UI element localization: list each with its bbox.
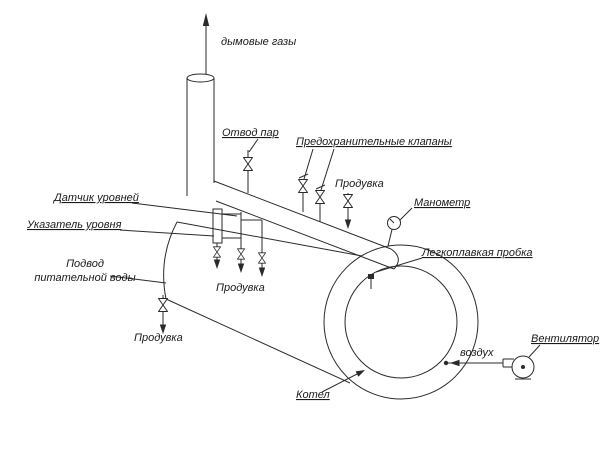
level-sensor-leader (131, 202, 238, 217)
manometer-stem (387, 229, 393, 247)
boiler-bottom-edge (165, 298, 351, 384)
safety-valve-leader-1 (303, 148, 314, 180)
steam-drum (213, 180, 399, 270)
safety-valve-2-icon (315, 190, 325, 204)
gauge-arrow-1-icon (213, 259, 221, 269)
boiler-front-face-inner (344, 265, 458, 379)
safety-valve-leader-2 (320, 148, 335, 191)
label-blowdown-middle: Продувка (216, 282, 265, 294)
steam-outlet-leader (248, 138, 259, 153)
gauge-valve-2-icon (236, 248, 246, 260)
blowdown-top-assembly (343, 193, 353, 229)
boiler-body (163, 221, 479, 400)
label-level-sensor: Датчик уровней (52, 192, 139, 204)
label-fan: Вентилятор (531, 333, 599, 345)
blowdown-top-arrow-icon (344, 219, 352, 229)
label-manometer: Манометр (414, 197, 470, 209)
fusible-plug-assembly (368, 257, 423, 289)
fusible-plug-leader (375, 257, 423, 273)
safety-valve-lever-2 (315, 184, 326, 190)
air-arrow-icon (450, 359, 460, 367)
safety-valves-assembly (298, 148, 335, 222)
blowdown-left-assembly (158, 295, 168, 334)
label-air: воздух (460, 347, 494, 359)
label-boiler: Котел (296, 389, 330, 401)
chimney-top-ellipse (186, 73, 215, 83)
flue-gas-arrow-icon (202, 13, 210, 26)
manometer-needle (389, 218, 395, 224)
boiler-front-face-outer (323, 244, 479, 400)
blowdown-top-valve-icon (343, 194, 353, 208)
label-feed-water-2: питательной воды (34, 272, 135, 284)
fan-hub-icon (521, 365, 525, 369)
label-blowdown-left: Продувка (134, 332, 183, 344)
drum-bottom-edge (215, 200, 395, 270)
fan-assembly (502, 344, 541, 380)
level-indicator-leader (119, 229, 215, 237)
level-gauge-assembly (119, 202, 267, 277)
boiler-leader-arrow-icon (355, 370, 365, 377)
steam-outlet-assembly (243, 138, 259, 193)
fan-leader (528, 344, 541, 358)
boiler-leader-group (321, 370, 365, 393)
chimney (186, 13, 215, 196)
manometer-leader (399, 207, 413, 221)
drum-top-edge (213, 180, 392, 250)
feed-water-pipe (109, 275, 167, 284)
steam-outlet-valve-icon (243, 157, 253, 171)
feed-water-assembly (109, 275, 167, 284)
label-feed-water-1: Подвод (66, 258, 104, 270)
label-flue-gases: дымовые газы (221, 36, 296, 48)
label-fusible-plug: Легкоплавкая пробка (421, 247, 533, 259)
label-steam-outlet: Отвод пар (222, 127, 279, 139)
manometer-gauge-icon (387, 216, 401, 230)
boiler-left-cap (163, 221, 178, 300)
label-level-indicator: Указатель уровня (26, 219, 122, 231)
fusible-plug-icon (368, 274, 374, 279)
boiler-top-edge (176, 221, 363, 257)
manometer-assembly (387, 207, 413, 247)
safety-valve-1-icon (298, 179, 308, 193)
gauge-valve-3-icon (257, 252, 267, 264)
gauge-arrow-2-icon (237, 263, 245, 273)
blowdown-left-valve-icon (158, 298, 168, 312)
boiler-leader (321, 371, 362, 393)
labels: дымовые газы Отвод пар Предохранительные… (26, 36, 599, 401)
gauge-valve-1-icon (212, 246, 222, 258)
safety-valve-lever-1 (298, 173, 309, 179)
label-blowdown-top: Продувка (335, 178, 384, 190)
air-connection-dot (443, 360, 449, 366)
label-safety-valves: Предохранительные клапаны (296, 136, 452, 148)
air-line-assembly (443, 359, 503, 367)
drum-right-cap (390, 248, 399, 270)
gauge-arrow-3-icon (258, 267, 266, 277)
